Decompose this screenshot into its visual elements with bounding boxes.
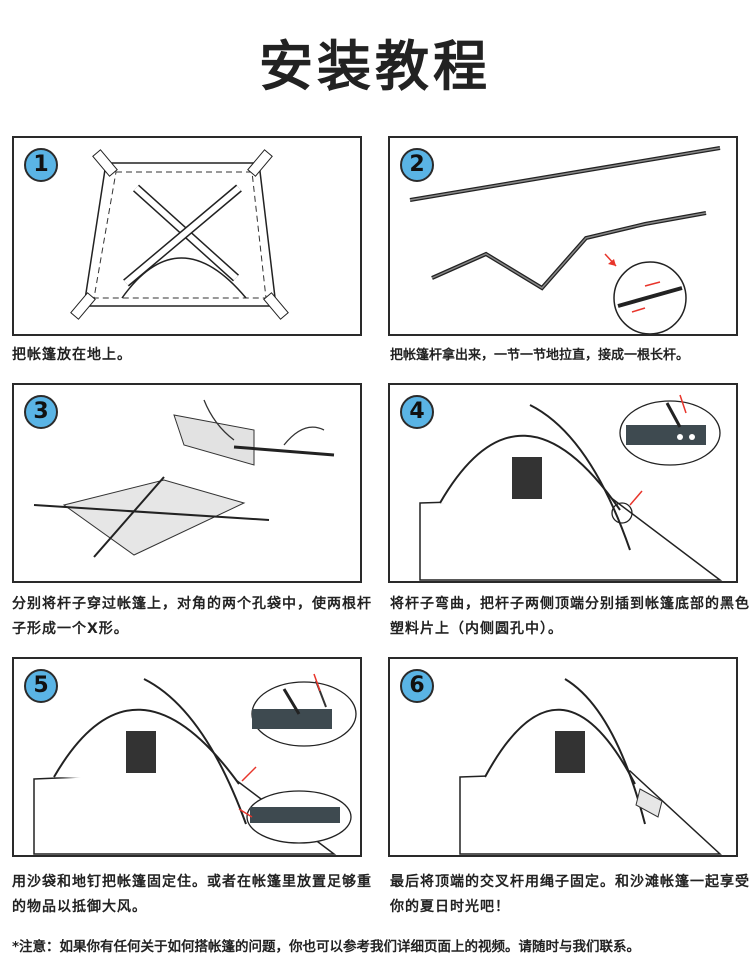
step-3-caption: 分别将杆子穿过帐篷上，对角的两个孔袋中，使两根杆子形成一个X形。 bbox=[12, 596, 372, 637]
step-4-caption: 将杆子弯曲，把杆子两侧顶端分别插到帐篷底部的黑色塑料片上（内侧圆孔中）。 bbox=[390, 596, 750, 637]
step-5-illustration bbox=[33, 673, 357, 855]
step-3-illustration bbox=[33, 399, 335, 558]
step-3-panel: 3 bbox=[12, 383, 362, 583]
step-6-illustration bbox=[459, 678, 722, 855]
step-5-panel: 5 bbox=[12, 657, 362, 857]
step-1-illustration bbox=[70, 149, 289, 320]
step-3-number-badge: 3 bbox=[24, 395, 58, 429]
step-4-number-badge: 4 bbox=[400, 395, 434, 429]
step-2-panel: 2 bbox=[388, 136, 738, 336]
step-6-number-badge: 6 bbox=[400, 669, 434, 703]
step-4-panel: 4 bbox=[388, 383, 738, 583]
step-2-illustration bbox=[409, 146, 721, 334]
step-1-caption: 把帐篷放在地上。 bbox=[12, 347, 132, 363]
page-title: 安装教程 bbox=[259, 35, 491, 98]
step-2-caption: 把帐篷杆拿出来，一节一节地拉直，接成一根长杆。 bbox=[390, 348, 690, 363]
step-1-number-badge: 1 bbox=[24, 148, 58, 182]
step-6-caption: 最后将顶端的交叉杆用绳子固定。和沙滩帐篷一起享受你的夏日时光吧！ bbox=[390, 874, 750, 915]
step-5-number-badge: 5 bbox=[24, 669, 58, 703]
step-1-panel: 1 bbox=[12, 136, 362, 336]
step-2-number-badge: 2 bbox=[400, 148, 434, 182]
footer-note: *注意：如果你有任何关于如何搭帐篷的问题，你也可以参考我们详细页面上的视频。请随… bbox=[12, 939, 641, 955]
step-5-caption: 用沙袋和地钉把帐篷固定住。或者在帐篷里放置足够重的物品以抵御大风。 bbox=[12, 874, 372, 915]
step-4-illustration bbox=[419, 394, 723, 581]
step-6-panel: 6 bbox=[388, 657, 738, 857]
